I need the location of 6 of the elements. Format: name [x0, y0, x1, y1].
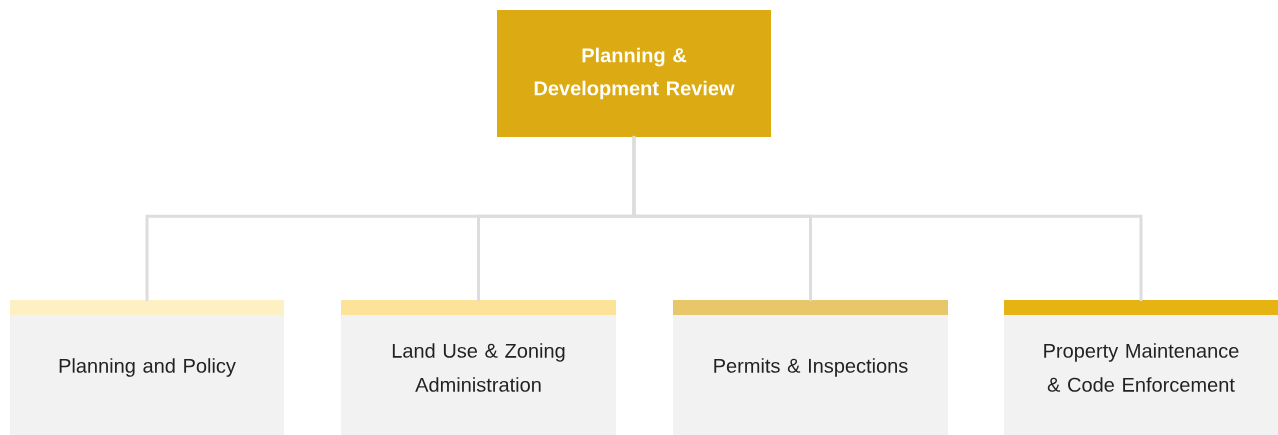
- department-box: Planning and Policy: [10, 300, 284, 435]
- heading-box: Planning & Development Review: [497, 10, 771, 137]
- department-box: Land Use & Zoning Administration: [341, 300, 616, 435]
- department-box: Property Maintenance & Code Enforcement: [1004, 300, 1278, 435]
- department-box: Permits & Inspections: [673, 300, 948, 435]
- connector-line: [632, 135, 1143, 302]
